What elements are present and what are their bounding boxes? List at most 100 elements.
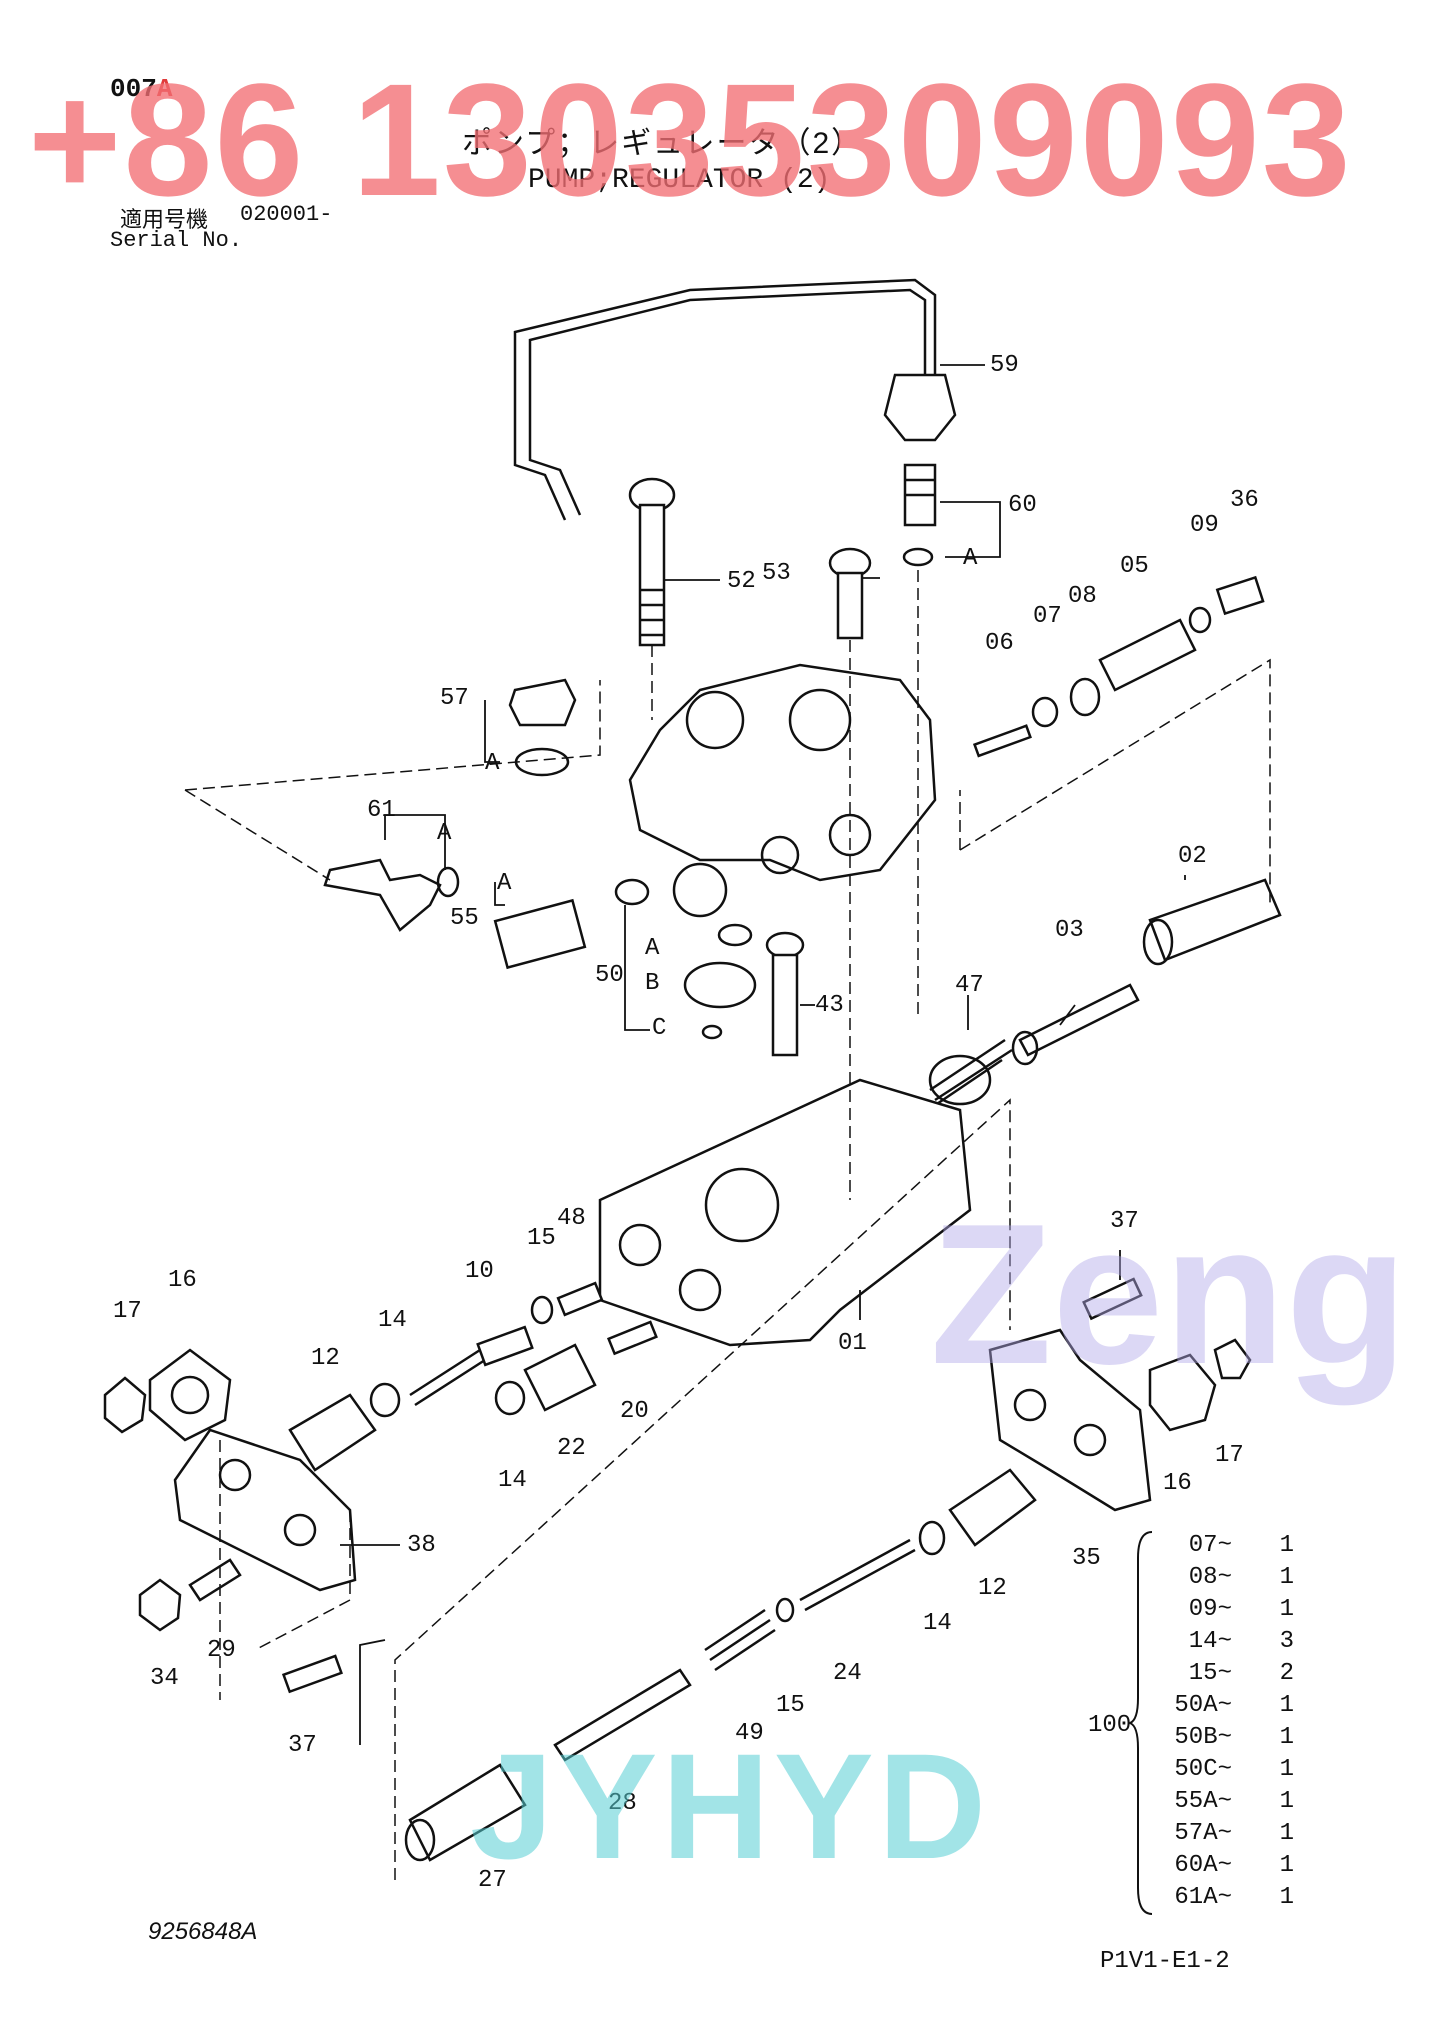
kit-row: 07~1: [1160, 1532, 1294, 1564]
spool-05: [1098, 618, 1197, 692]
kit-row: 09~ 1: [1160, 1596, 1294, 1628]
sleeve-02: [1148, 878, 1282, 962]
callout-60: 60: [1008, 492, 1037, 519]
title-japanese: ポンプ；レギュレータ（2）: [462, 127, 864, 160]
elbow-fitting-61: [323, 858, 442, 932]
kit-quantity: 1: [1279, 1532, 1294, 1559]
kit-part-number: 09~: [1188, 1596, 1232, 1623]
callout-09: 09: [1190, 512, 1219, 539]
kit-part-number: 14~: [1188, 1628, 1232, 1655]
callout-29: 29: [207, 1637, 236, 1664]
kit-part-number: 50A~: [1174, 1692, 1232, 1719]
callout-12-left: 12: [311, 1345, 340, 1372]
spring-48: [556, 1281, 604, 1317]
diagram-code-number: 007: [110, 74, 157, 104]
callout-12-right: 12: [978, 1575, 1007, 1602]
callout-52: 52: [727, 568, 756, 595]
watermark-brand: JYHYD: [470, 1722, 991, 1890]
spool-28: [553, 1668, 692, 1762]
callout-08: 08: [1068, 583, 1097, 610]
spool-24: [799, 1538, 916, 1612]
callout-60-a: A: [963, 545, 978, 572]
callout-55: 55: [450, 905, 479, 932]
upper-regulator-body: [628, 663, 937, 882]
watermark-phone: +86 13035309093: [28, 50, 1353, 229]
callout-02: 02: [1178, 843, 1207, 870]
kit-part-number: 60A~: [1174, 1852, 1232, 1879]
pressure-sensor-55: [493, 898, 587, 970]
kit-part-number: 08~: [1188, 1564, 1232, 1591]
callout-27: 27: [478, 1867, 507, 1894]
kit-row: 50C~1: [1160, 1756, 1294, 1788]
callout-50: 50: [595, 962, 624, 989]
callout-01: 01: [838, 1330, 867, 1357]
kit-part-number: 57A~: [1174, 1820, 1232, 1847]
callout-43: 43: [815, 992, 844, 1019]
kit-quantity: 1: [1279, 1820, 1294, 1847]
pin-06: [972, 724, 1032, 758]
plug-12-left: [288, 1393, 377, 1472]
callout-07: 07: [1033, 603, 1062, 630]
callout-35: 35: [1072, 1545, 1101, 1572]
document-number: 9256848A: [148, 1918, 258, 1945]
pipe-nut-59: [883, 373, 957, 442]
screw-37-left: [281, 1654, 343, 1694]
nut-34: [138, 1578, 182, 1632]
callout-36: 36: [1230, 487, 1259, 514]
pipe-59: [528, 288, 927, 516]
kit-label: 100: [1088, 1712, 1132, 1739]
kit-row: 15~2: [1160, 1660, 1294, 1692]
kit-row: 57A~ 1: [1160, 1820, 1294, 1852]
callout-37-upper: 37: [1110, 1208, 1139, 1235]
kit-quantity: 1: [1279, 1788, 1294, 1815]
page-code: P1V1-E1-2: [1100, 1948, 1230, 1975]
callout-10: 10: [465, 1258, 494, 1285]
callout-50-c: C: [652, 1015, 667, 1042]
callout-37-lower: 37: [288, 1732, 317, 1759]
nut-17-right: [1213, 1338, 1252, 1380]
kit-row: 61A~ 1: [1160, 1884, 1294, 1916]
callout-05: 05: [1120, 553, 1149, 580]
callout-48: 48: [557, 1205, 586, 1232]
callout-57-a: A: [485, 750, 500, 777]
kit-quantity: 3: [1279, 1628, 1294, 1655]
callout-14-lower: 14: [923, 1610, 952, 1637]
kit-quantity: 2: [1279, 1660, 1294, 1687]
kit-part-number: 61A~: [1174, 1884, 1232, 1911]
kit-quantity: 1: [1279, 1884, 1294, 1911]
callout-59: 59: [990, 352, 1019, 379]
pin-36: [1215, 575, 1265, 616]
callout-38: 38: [407, 1532, 436, 1559]
callout-61: 61: [367, 797, 396, 824]
spring-47: [927, 1038, 1013, 1112]
callout-15-lower: 15: [776, 1692, 805, 1719]
callout-17-right: 17: [1215, 1442, 1244, 1469]
callout-15-upper: 15: [527, 1225, 556, 1252]
kit-part-number: 50C~: [1174, 1756, 1232, 1783]
sleeve-27: [408, 1763, 527, 1862]
kit-quantity: 1: [1279, 1852, 1294, 1879]
plug-57: [508, 678, 577, 727]
callout-28: 28: [608, 1790, 637, 1817]
setscrew-29: [188, 1558, 242, 1602]
kit-row: 50B~1: [1160, 1724, 1294, 1756]
serial-number-value: 020001-: [240, 202, 333, 227]
kit-quantity: 1: [1279, 1596, 1294, 1623]
kit-row: 08~1: [1160, 1564, 1294, 1596]
main-regulator-body-01: [598, 1078, 972, 1347]
callout-16-right: 16: [1163, 1470, 1192, 1497]
kit-row: 50A~1: [1160, 1692, 1294, 1724]
diagram-code: 007A: [110, 74, 172, 104]
spool-03: [1018, 983, 1140, 1057]
kit-part-number: 50B~: [1174, 1724, 1232, 1751]
diagram-revision: A: [156, 74, 173, 104]
serial-label-english: Serial No.: [110, 228, 243, 253]
callout-50-b: B: [645, 970, 660, 997]
kit-row: 55A~ 1: [1160, 1788, 1294, 1820]
piston-22: [523, 1343, 597, 1412]
serial-label-japanese: 適用号機: [120, 207, 209, 232]
kit-part-number: 55A~: [1174, 1788, 1232, 1815]
callout-53: 53: [762, 560, 791, 587]
